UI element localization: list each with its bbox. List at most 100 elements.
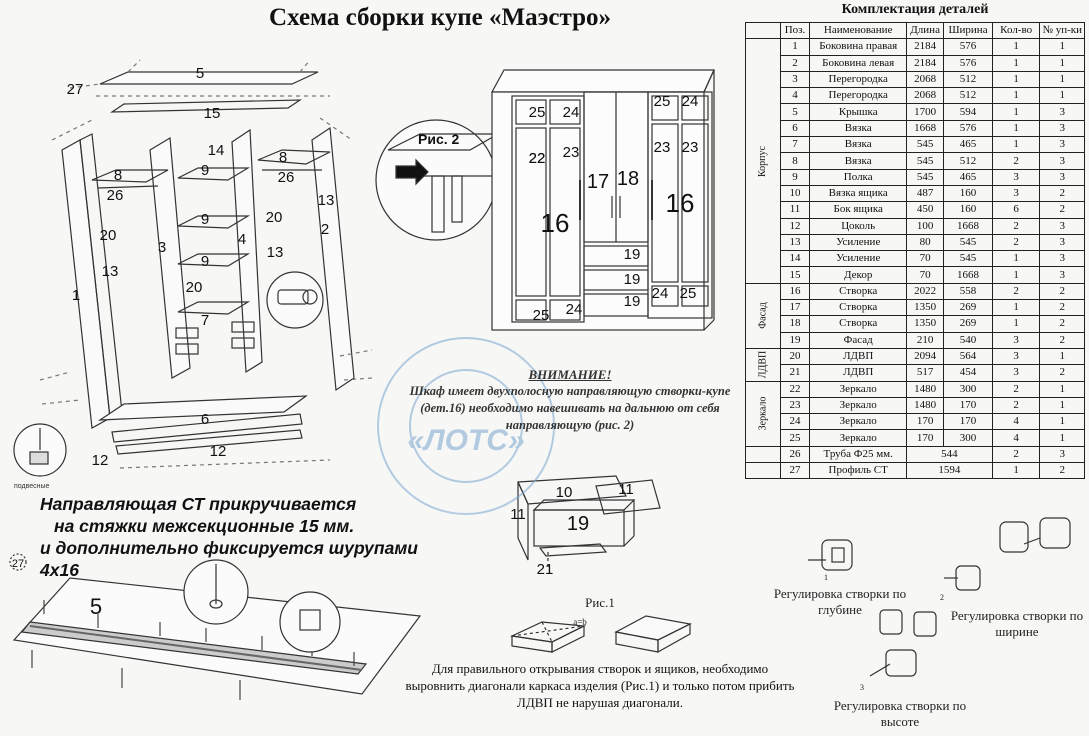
position-number-label: 11 bbox=[618, 481, 634, 498]
position-number-label: 26 bbox=[278, 169, 295, 186]
fig1-illustration bbox=[509, 615, 692, 654]
position-number-label: 26 bbox=[107, 187, 124, 204]
drawer-illustration bbox=[517, 475, 661, 570]
position-number-label: 5 bbox=[90, 594, 102, 619]
hinge-adjustment-illustration bbox=[808, 517, 1071, 677]
parts-table-cell: Профиль СТ bbox=[809, 462, 908, 480]
position-number-label: 24 bbox=[682, 93, 699, 110]
parts-table-cell: 170 bbox=[906, 429, 945, 447]
warning-text: Шкаф имеет двухполосную направляющую ств… bbox=[409, 384, 731, 432]
parts-table-cell: Боковина правая bbox=[809, 38, 908, 56]
position-number-label: 18 bbox=[617, 168, 639, 190]
fig1-formula: a=b bbox=[573, 617, 587, 627]
position-number-label: 11 bbox=[510, 506, 526, 523]
position-number-label: 5 bbox=[196, 65, 204, 82]
parts-table-cell: 2068 bbox=[906, 87, 945, 105]
group-label-cell: ЛДВП bbox=[745, 347, 781, 382]
header-length: Длина bbox=[906, 21, 945, 40]
parts-table-cell: Перегородка bbox=[809, 87, 908, 105]
position-number-label: 7 bbox=[201, 312, 209, 329]
warning-heading: ВНИМАНИЕ! bbox=[528, 367, 612, 382]
position-number-label: 23 bbox=[682, 139, 699, 156]
position-number-label: 12 bbox=[92, 452, 109, 469]
position-number-label: 25 bbox=[533, 307, 550, 324]
position-number-label: 21 bbox=[537, 561, 554, 578]
position-number-label: 19 bbox=[624, 271, 641, 288]
page-title: Схема сборки купе «Маэстро» bbox=[269, 4, 611, 31]
parts-table-title: Комплектация деталей bbox=[841, 2, 989, 17]
adjust-step-label: 2 bbox=[940, 593, 944, 602]
adjust-depth-caption: Регулировка створки по глубине bbox=[773, 586, 907, 617]
group-label-cell: Фасад bbox=[745, 282, 781, 349]
small-caption: подвесные bbox=[14, 483, 50, 490]
position-number-label: 19 bbox=[624, 246, 641, 263]
bottom-guide-illustration bbox=[9, 553, 422, 700]
parts-table-cell: 576 bbox=[943, 54, 993, 72]
parts-table-cell: 1480 bbox=[906, 380, 945, 398]
position-number-label: 8 bbox=[114, 167, 122, 184]
parts-table-cell: 487 bbox=[906, 184, 945, 203]
group-label-cell bbox=[745, 462, 781, 480]
fig1-label: Рис.1 bbox=[585, 595, 615, 610]
position-number-label: 13 bbox=[318, 192, 335, 209]
position-number-label: 9 bbox=[201, 211, 209, 228]
position-number-label: 14 bbox=[208, 142, 225, 159]
position-number-label: 25 bbox=[680, 285, 697, 302]
header-qty: Кол-во bbox=[991, 21, 1041, 40]
position-number-label: 25 bbox=[529, 104, 546, 121]
parts-table-cell: 1 bbox=[1039, 87, 1085, 105]
parts-table-cell: Вязка bbox=[809, 136, 908, 154]
parts-table-cell: 1350 bbox=[906, 299, 945, 317]
position-number-label: 16 bbox=[541, 208, 570, 238]
company-stamp-illustration: «ЛОТС» bbox=[377, 337, 555, 515]
position-number-label: 27 bbox=[12, 558, 24, 570]
parts-table-cell: 545 bbox=[906, 136, 945, 154]
stamp-text: «ЛОТС» bbox=[407, 424, 524, 457]
position-number-label: 6 bbox=[201, 411, 209, 428]
adjust-width-caption: Регулировка створки по ширине bbox=[950, 608, 1084, 639]
parts-table-cell: 1 bbox=[991, 462, 1041, 480]
exploded-wardrobe-illustration bbox=[13, 59, 373, 477]
position-number-label: 24 bbox=[652, 285, 669, 302]
position-number-label: 4 bbox=[238, 231, 246, 248]
guide-note-line: на стяжки межсекционные 15 мм. bbox=[54, 516, 355, 536]
parts-table-cell: Усиление bbox=[809, 233, 908, 252]
position-number-label: 20 bbox=[186, 279, 203, 296]
group-label-cell: Корпус bbox=[745, 38, 781, 284]
parts-table-cell: 2068 bbox=[906, 70, 945, 89]
parts-table: Поз. Наименование Длина Ширина Кол-во № … bbox=[745, 21, 1085, 480]
guide-note: Направляющая СТ прикручивается на стяжки… bbox=[40, 493, 460, 581]
guide-note-line: Направляющая СТ прикручивается bbox=[40, 494, 357, 514]
position-number-label: 15 bbox=[204, 105, 221, 122]
parts-table-cell: Зеркало bbox=[809, 380, 908, 398]
position-number-label: 12 bbox=[210, 443, 227, 460]
position-number-label: 17 bbox=[587, 171, 609, 193]
parts-table-cell: Вязка bbox=[809, 119, 908, 138]
parts-table-header-row: Поз. Наименование Длина Ширина Кол-во № … bbox=[745, 21, 1085, 40]
position-number-label: 13 bbox=[267, 244, 284, 261]
adjust-height-caption: Регулировка створки по высоте bbox=[833, 698, 967, 729]
position-number-label: 19 bbox=[567, 513, 589, 535]
front-view-illustration bbox=[490, 69, 715, 331]
position-number-label: 9 bbox=[201, 253, 209, 270]
position-number-label: 25 bbox=[654, 93, 671, 110]
position-number-label: 19 bbox=[624, 293, 641, 310]
group-label-cell: Зеркало bbox=[745, 380, 781, 447]
header-width: Ширина bbox=[943, 21, 993, 40]
parts-table-cell: 2184 bbox=[906, 38, 945, 56]
position-number-label: 9 bbox=[201, 162, 209, 179]
parts-table-cell: 210 bbox=[906, 331, 945, 349]
